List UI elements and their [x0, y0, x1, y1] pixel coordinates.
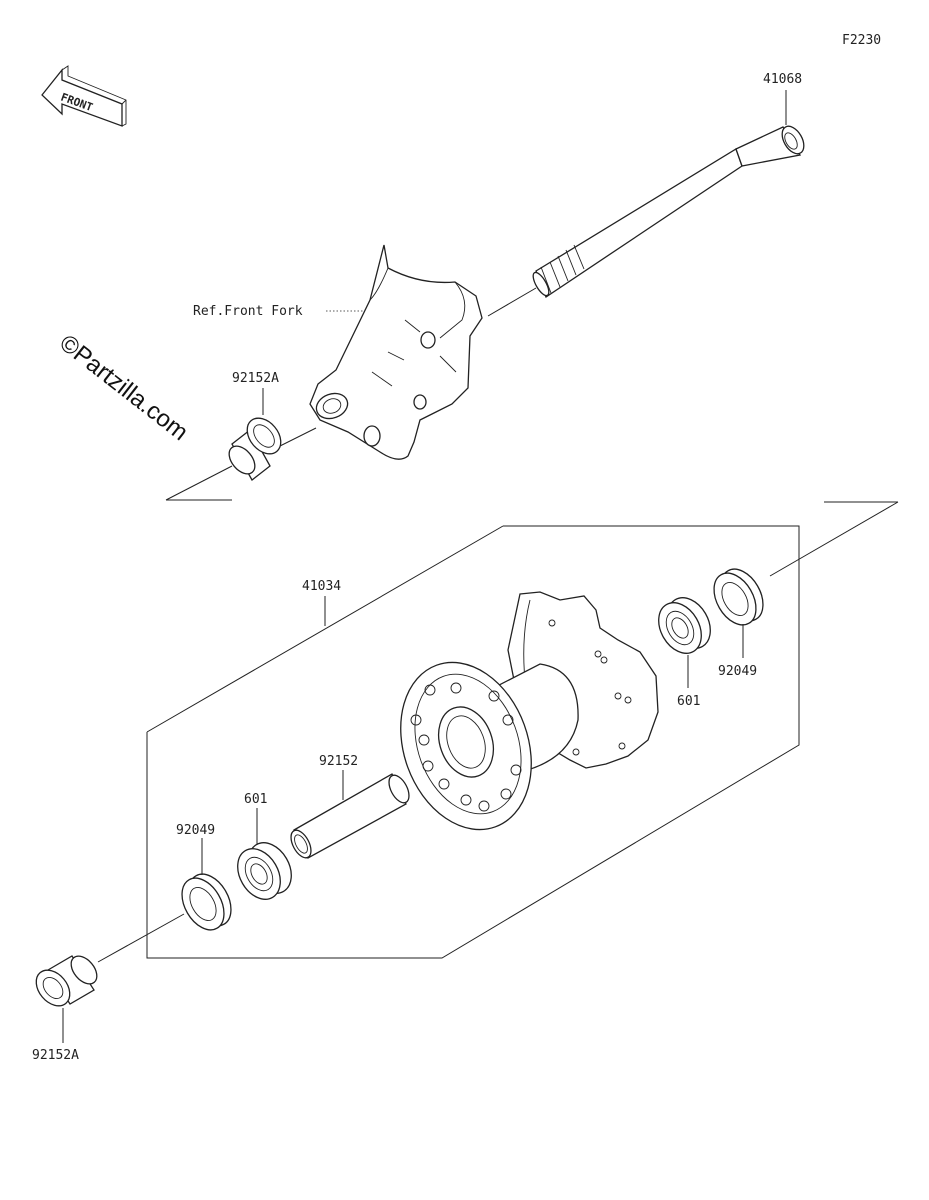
label-seal-right: 92049 [718, 664, 757, 679]
wheel-hub[interactable] [378, 591, 659, 848]
axis-right [769, 501, 899, 577]
axle-41068[interactable] [530, 123, 808, 298]
front-arrow-icon: FRONT [41, 65, 127, 127]
hub-assembly-bracket-top [146, 525, 504, 733]
label-hub: 41034 [302, 579, 341, 594]
collar-lower-92152a[interactable] [29, 951, 102, 1012]
diagram-code: F2230 [842, 33, 881, 48]
axis-upper-2 [165, 465, 233, 501]
front-fork-ref [309, 244, 483, 460]
label-collar-lower: 92152A [32, 1048, 79, 1063]
axis-upper-3 [279, 427, 317, 447]
label-spacer: 92152 [319, 754, 358, 769]
axis-upper-1 [487, 287, 537, 317]
bearing-right-601[interactable] [650, 590, 719, 661]
axis-lower [97, 913, 185, 963]
label-seal-left: 92049 [176, 823, 215, 838]
hub-assembly-bracket [146, 525, 800, 959]
bearing-left-601[interactable] [229, 835, 300, 907]
label-axle: 41068 [763, 72, 802, 87]
seal-right-92049[interactable] [705, 562, 771, 632]
collar-upper-92152a[interactable] [224, 412, 288, 481]
label-bearing-left: 601 [244, 792, 267, 807]
label-fork: Ref.Front Fork [193, 304, 303, 319]
watermark: ©Partzilla.com [54, 329, 193, 446]
seal-left-92049[interactable] [173, 867, 239, 937]
label-bearing-right: 601 [677, 694, 700, 709]
spacer-92152[interactable] [287, 772, 413, 861]
label-collar-upper: 92152A [232, 371, 279, 386]
